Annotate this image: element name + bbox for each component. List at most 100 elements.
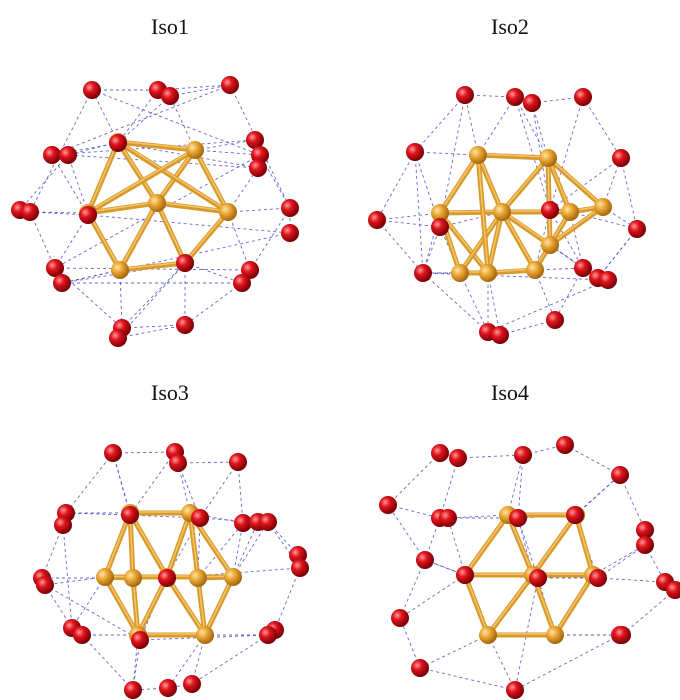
dashed-bond (447, 517, 466, 576)
dashed-bond (459, 272, 489, 333)
oxygen-atom (121, 506, 139, 524)
gold-bond (547, 204, 606, 248)
oxygen-atom (566, 506, 584, 524)
gold-bond-highlight (439, 211, 489, 273)
dashed-bond (414, 151, 424, 274)
oxygen-atom (191, 509, 209, 527)
oxygen-atom (21, 203, 39, 221)
gold-bond-highlight (547, 156, 551, 245)
dashed-bond (376, 219, 441, 228)
oxygen-atom (523, 94, 541, 112)
gold-atom (561, 203, 579, 221)
dashed-bond (537, 577, 556, 636)
gold-bond-highlight (464, 573, 489, 635)
gold-atom (479, 626, 497, 644)
oxygen-atom (249, 159, 267, 177)
gold-bond-highlight (204, 575, 234, 635)
dashed-bond (621, 589, 676, 636)
gold-bond (115, 139, 231, 215)
gold-bond-highlight (532, 513, 577, 575)
gold-bond-highlight (117, 140, 229, 212)
dashed-bond (387, 452, 441, 506)
oxygen-atom (599, 271, 617, 289)
dashed-bond (54, 214, 89, 269)
dashed-bond (121, 262, 186, 329)
panel-title: Iso4 (491, 380, 529, 405)
gold-bond-highlight (166, 575, 206, 635)
gold-atom (469, 146, 487, 164)
dashed-bond (29, 211, 89, 214)
oxygen-atom (411, 659, 429, 677)
dashed-bond (65, 512, 131, 516)
oxygen-atom (234, 514, 252, 532)
gold-bond-highlight (194, 148, 229, 212)
panel-iso1: Iso1 (0, 0, 340, 350)
dashed-bond (399, 559, 426, 619)
dashed-bond (44, 576, 106, 586)
panel-title: Iso2 (491, 14, 529, 39)
dashed-bond (464, 94, 479, 156)
gold-atom (189, 569, 207, 587)
oxygen-atom (406, 143, 424, 161)
gold-bond (499, 209, 553, 248)
gold-atom (479, 264, 497, 282)
gold-bond-highlight (87, 140, 119, 213)
oxygen-atom (368, 211, 386, 229)
gold-bond (154, 200, 231, 215)
panel-title: Iso3 (151, 380, 189, 405)
gold-bond-highlight (464, 513, 509, 575)
gold-bond-highlight (184, 210, 229, 263)
oxygen-atom (612, 149, 630, 167)
oxygen-atom (54, 516, 72, 534)
gold-atom (451, 264, 469, 282)
dashed-bond (167, 634, 206, 689)
gold-bond-highlight (156, 201, 186, 263)
dashed-bond (517, 454, 524, 519)
oxygen-atom (611, 466, 629, 484)
dashed-bond (129, 451, 176, 516)
oxygen-atom (229, 453, 247, 471)
dashed-bond (169, 84, 231, 97)
oxygen-atom (456, 566, 474, 584)
dashed-bond (554, 267, 584, 321)
oxygen-atom (43, 146, 61, 164)
gold-bond (117, 260, 188, 273)
gold-atom (541, 236, 559, 254)
dashed-bond (51, 139, 256, 156)
dashed-bond (194, 149, 261, 156)
dashed-bond (67, 154, 259, 169)
oxygen-atom (449, 449, 467, 467)
dashed-bond (112, 451, 176, 454)
dashed-bond (169, 95, 196, 151)
dashed-bond (564, 444, 621, 476)
oxygen-atom (416, 551, 434, 569)
gold-atom (546, 626, 564, 644)
gold-bond-highlight (487, 210, 503, 273)
gold-bond-highlight (501, 156, 549, 212)
dashed-bond (177, 461, 239, 464)
dashed-bond (67, 154, 89, 214)
dashed-bond (439, 94, 466, 228)
dashed-bond (477, 96, 516, 156)
dashed-bond (414, 94, 466, 153)
gold-bond-highlight (104, 575, 139, 635)
dashed-bond (549, 209, 584, 269)
oxygen-atom (506, 88, 524, 106)
oxygen-atom (613, 626, 631, 644)
oxygen-atom (124, 681, 142, 699)
dashed-bond (439, 457, 459, 519)
oxygen-atom (79, 206, 97, 224)
oxygen-atom (391, 609, 409, 627)
gold-bond-highlight (156, 201, 229, 212)
dashed-bond (376, 219, 424, 274)
panel-iso3: Iso3 (0, 350, 340, 700)
dashed-bond (422, 212, 441, 274)
oxygen-atom (574, 88, 592, 106)
oxygen-atom (73, 626, 91, 644)
dashed-bond (597, 577, 666, 583)
dashed-bond (121, 324, 186, 329)
dashed-bond (117, 262, 186, 339)
dashed-bond (414, 151, 441, 228)
dashed-bond (65, 452, 114, 514)
gold-bond-highlight (501, 210, 551, 245)
